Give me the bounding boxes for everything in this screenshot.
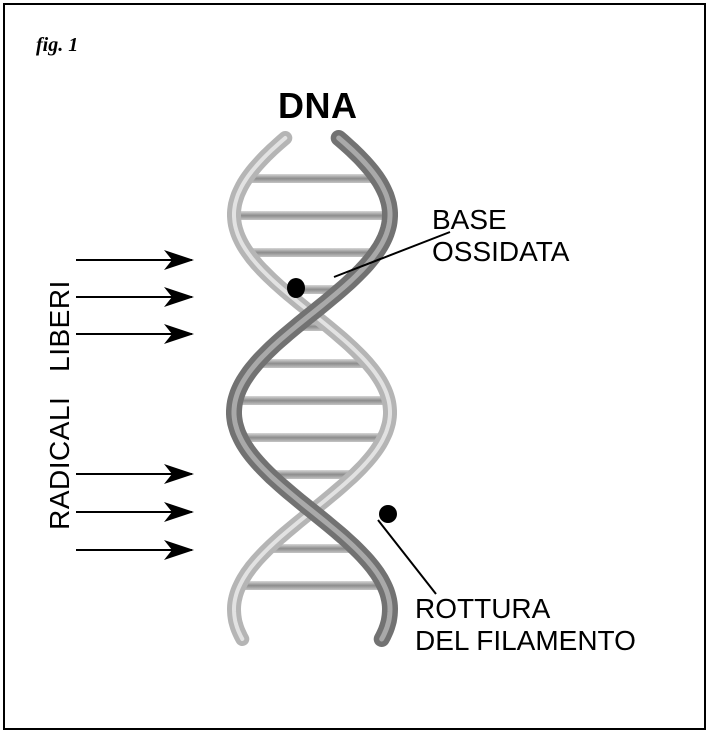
free-radical-arrows xyxy=(76,260,192,550)
base-pair-rung xyxy=(240,433,384,442)
base-pair-rung xyxy=(247,248,376,257)
base-pair-rung xyxy=(234,211,390,220)
base-pair-rung xyxy=(236,396,389,405)
strand-break-dot xyxy=(379,505,397,523)
base-pair-rung xyxy=(257,359,368,368)
oxidized-base-dot xyxy=(287,278,305,298)
base-pair-rung xyxy=(240,581,384,590)
dna-rungs xyxy=(234,174,390,590)
base-pair-rung xyxy=(247,174,377,183)
